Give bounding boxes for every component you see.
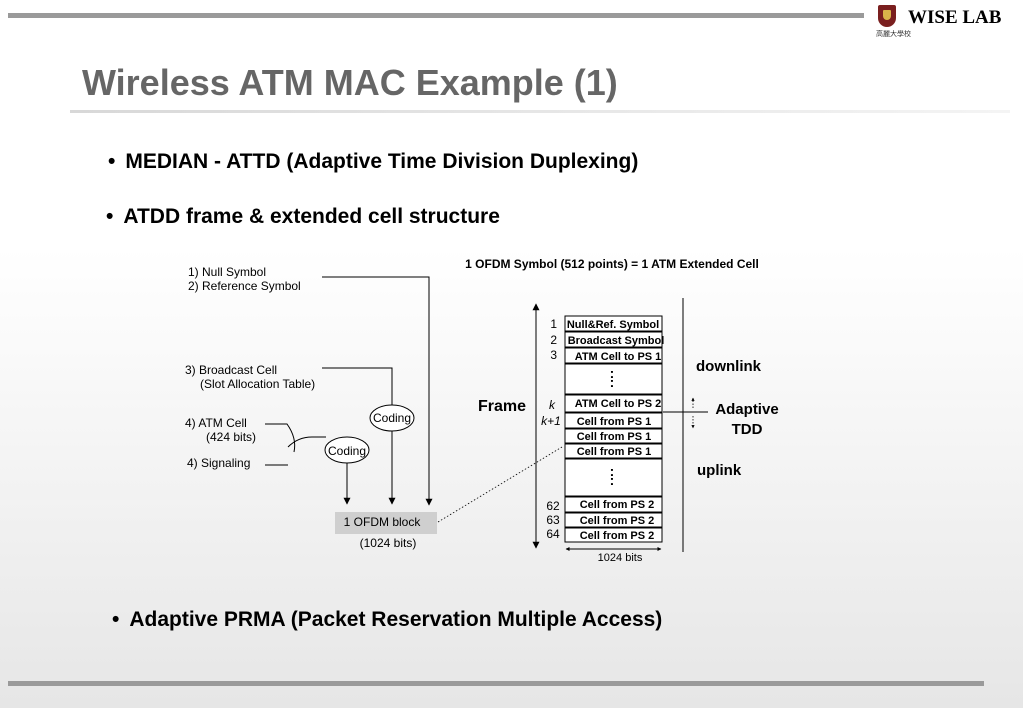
width-label: 1024 bits <box>598 552 643 564</box>
university-shield-icon <box>878 5 896 27</box>
row-number: 2 <box>550 333 557 347</box>
uplink-gap-row <box>564 458 663 497</box>
downlink-label: downlink <box>696 358 762 375</box>
slot-allocation-label: (Slot Allocation Table) <box>200 377 315 391</box>
ofdm-to-cell-dotted <box>437 446 563 523</box>
row-number: 1 <box>550 317 557 331</box>
symbol-arrow <box>322 276 433 506</box>
uplink-ellipsis: : <box>610 463 615 479</box>
row-label: Cell from PS 1 <box>577 431 652 443</box>
row-label: Cell from PS 2 <box>580 515 655 527</box>
downlink-ellipsis-2: : <box>610 374 615 390</box>
bullet-text: Adaptive PRMA (Packet Reservation Multip… <box>129 608 663 631</box>
adaptive-label: Adaptive <box>715 401 778 418</box>
row-label: ATM Cell to PS 1 <box>575 351 662 363</box>
frame-row: Cell from PS 2 64 <box>546 527 663 543</box>
title-underline <box>70 110 1010 113</box>
bullet-prma: •Adaptive PRMA (Packet Reservation Multi… <box>112 608 663 631</box>
signaling-label: 4) Signaling <box>187 456 250 470</box>
row-label: Null&Ref. Symbol <box>567 319 659 331</box>
top-rule <box>8 13 864 18</box>
ofdm-block-box <box>335 512 437 534</box>
row-label: Cell from PS 2 <box>580 530 655 542</box>
uplink-label: uplink <box>697 462 742 479</box>
row-label: Cell from PS 2 <box>580 499 655 511</box>
bullet-text: MEDIAN - ATTD (Adaptive Time Division Du… <box>125 150 639 173</box>
bullet-atdd: •ATDD frame & extended cell structure <box>106 205 500 228</box>
ofdm-block-label: 1 OFDM block <box>344 515 422 529</box>
frame-row: Broadcast Symbol 2 <box>550 331 665 348</box>
logo-subtext: 高麗大學校 <box>876 31 911 38</box>
frame-row: Cell from PS 1 <box>564 428 663 444</box>
reference-symbol-label: 2) Reference Symbol <box>188 279 301 293</box>
bottom-rule <box>8 681 984 686</box>
frame-structure: 1 OFDM Symbol (512 points) = 1 ATM Exten… <box>465 257 779 564</box>
atm-cell-label: 4) ATM Cell <box>185 416 247 430</box>
coding-upper-label: Coding <box>373 411 411 425</box>
row-label: ATM Cell to PS 2 <box>575 398 662 410</box>
frame-row: ATM Cell to PS 2 k <box>549 394 663 413</box>
atm-bits-label: (424 bits) <box>206 430 256 444</box>
downlink-ellipsis: : <box>610 365 615 381</box>
row-number: 3 <box>550 348 557 362</box>
frame-row: Cell from PS 1 k+1 <box>541 412 663 429</box>
frame-row: ATM Cell to PS 1 3 <box>550 347 663 364</box>
ofdm-symbol-caption: 1 OFDM Symbol (512 points) = 1 ATM Exten… <box>465 257 759 271</box>
frame-row: Cell from PS 2 63 <box>546 512 663 528</box>
tdd-label: TDD <box>732 421 763 438</box>
left-input-diagram: 1) Null Symbol 2) Reference Symbol 3) Br… <box>185 265 563 550</box>
row-number: 62 <box>546 499 560 513</box>
row-number: 63 <box>546 513 560 527</box>
bullet-median: •MEDIAN - ATTD (Adaptive Time Division D… <box>108 150 639 173</box>
row-number: k <box>549 398 556 412</box>
logo-text: WISE LAB <box>908 7 1002 28</box>
row-number: 64 <box>546 527 560 541</box>
row-label: Cell from PS 1 <box>577 446 652 458</box>
uplink-ellipsis-2: : <box>610 472 615 488</box>
broadcast-line <box>322 367 393 405</box>
downlink-gap-row <box>564 363 663 395</box>
bullet-text: ATDD frame & extended cell structure <box>123 205 500 228</box>
ofdm-bits-label: (1024 bits) <box>360 536 417 550</box>
frame-label: Frame <box>478 398 526 415</box>
page-title: Wireless ATM MAC Example (1) <box>82 62 618 103</box>
row-label: Cell from PS 1 <box>577 416 652 428</box>
atm-cell-line <box>265 423 296 453</box>
atm-merge-line <box>287 436 326 448</box>
broadcast-cell-label: 3) Broadcast Cell <box>185 363 277 377</box>
row-label: Broadcast Symbol <box>568 335 665 347</box>
lab-logo: WISE LAB 高麗大學校 <box>876 3 1016 39</box>
null-symbol-label: 1) Null Symbol <box>188 265 266 279</box>
frame-row: Cell from PS 2 62 <box>546 496 663 513</box>
coding-lower-label: Coding <box>328 444 366 458</box>
frame-row: Cell from PS 1 <box>564 443 663 459</box>
frame-row: Null&Ref. Symbol 1 <box>550 315 663 332</box>
row-number: k+1 <box>541 414 561 428</box>
